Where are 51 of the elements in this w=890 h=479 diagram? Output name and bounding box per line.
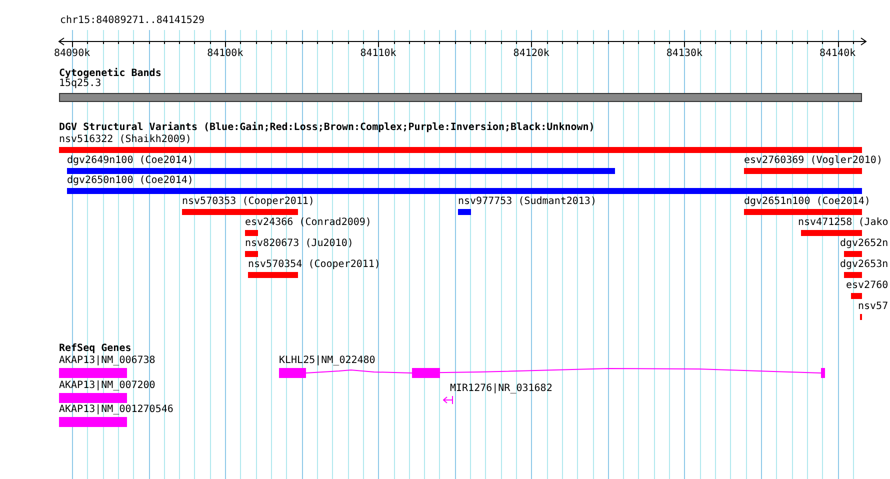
track-title: Cytogenetic Bands [59,68,162,79]
variant-label: esv2760369 (Vogler2010) [744,155,882,166]
gene-model [279,368,825,378]
tick-label: 84110k [360,48,396,59]
gene-label: KLHL25|NM_022480 [279,355,376,366]
gene-label: AKAP13|NM_007200 [59,380,156,391]
variant-bar [245,230,258,236]
variant-bar [844,251,862,257]
tick-label: 84090k [54,48,90,59]
variant-label: esv24366 (Conrad2009) [245,217,372,228]
variant-label: nsv977753 (Sudmant2013) [458,196,596,207]
variant-label: esv2760 [846,280,888,291]
tick-label: 84130k [666,48,703,59]
variant-bar [844,272,862,278]
gene-label: AKAP13|NM_001270546 [59,404,174,415]
variant-label: nsv57 [858,301,888,312]
variant-label: nsv516322 (Shaikh2009) [59,134,192,145]
tick-label: 84140k [820,48,856,59]
gene-label: AKAP13|NM_006738 [59,355,156,366]
variant-bar [458,209,471,215]
variant-bar [245,251,258,257]
variant-bar [182,209,298,215]
gene-bar [59,368,127,378]
gene-bar [59,417,127,427]
variant-bar [851,293,862,299]
band-label: 15q25.3 [59,78,102,89]
variant-label: nsv570353 (Cooper2011) [182,196,314,207]
variant-bar [248,272,298,278]
variant-bar [67,188,862,194]
gene-label: MIR1276|NR_031682 [450,383,552,394]
variant-label: dgv2653n [840,259,888,270]
cytoband-bar [59,93,862,102]
variant-label: dgv2651n100 (Coe2014) [744,196,870,207]
variant-label: dgv2652n [840,238,888,249]
variant-bar [801,230,862,236]
variant-bar [67,168,615,174]
variant-label: dgv2649n100 (Coe2014) [67,155,194,166]
tick-label: 84100k [207,48,244,59]
variant-label: nsv570354 (Cooper2011) [248,259,380,270]
variant-label: nsv820673 (Ju2010) [245,238,354,249]
tick-label: 84120k [513,48,550,59]
variant-label: dgv2650n100 (Coe2014) [67,175,194,186]
gene-arrow-icon [443,395,453,405]
variant-bar [744,209,862,215]
variant-bar [59,147,862,153]
gene-bar [59,393,127,403]
variant-label: nsv471258 (Jako [798,217,888,228]
variant-bar [744,168,862,174]
track-title: RefSeq Genes [59,343,132,354]
track-title: DGV Structural Variants (Blue:Gain;Red:Loss;Brown:Complex;Purple:Inversion;Black:Unknown) [59,122,595,133]
coordinate-range: chr15:84089271..84141529 [60,15,204,26]
